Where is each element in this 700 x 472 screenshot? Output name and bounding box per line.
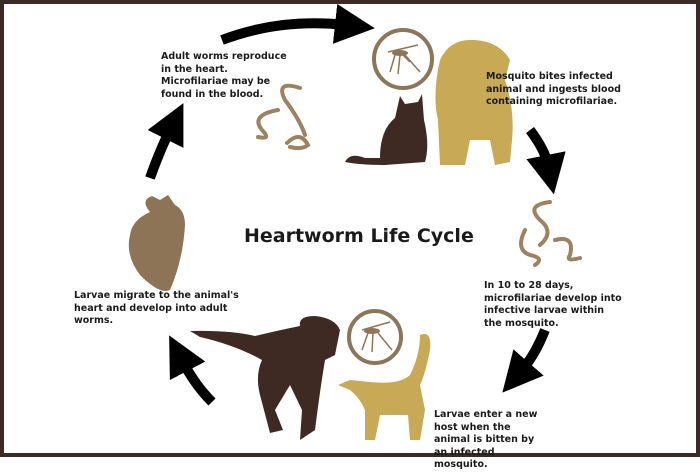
cycle-arrow-left [145, 103, 184, 180]
dog-silhouette-dark [190, 316, 340, 440]
mosquito-icon [372, 28, 434, 90]
step-text-adult-worms: Adult worms reproduce in the heart. Micr… [161, 51, 287, 100]
step-text-mosquito-bites: Mosquito bites infected animal and inges… [486, 71, 621, 107]
cycle-arrow-top [220, 4, 375, 45]
worms-icon-right [519, 200, 582, 267]
dog-silhouette-tan [435, 39, 513, 166]
cycle-arrow-right-lower [502, 328, 550, 393]
diagram-graphics [128, 4, 582, 440]
diagram-title: Heartworm Life Cycle [244, 225, 474, 247]
worms-icon-top [256, 83, 311, 151]
cycle-arrow-right-upper [525, 127, 566, 195]
mosquito-icon [347, 309, 403, 365]
cat-silhouette-dark [345, 94, 428, 165]
cycle-arrow-bottom-left [169, 335, 216, 406]
cat-silhouette-tan [338, 334, 431, 440]
step-text-migrate: Larvae migrate to the animal's heart and… [74, 290, 239, 326]
step-text-develop-larvae: In 10 to 28 days, microfilariae develop … [484, 280, 622, 329]
step-text-new-host: Larvae enter a new host when the animal … [434, 409, 538, 470]
heart-icon [128, 195, 185, 291]
